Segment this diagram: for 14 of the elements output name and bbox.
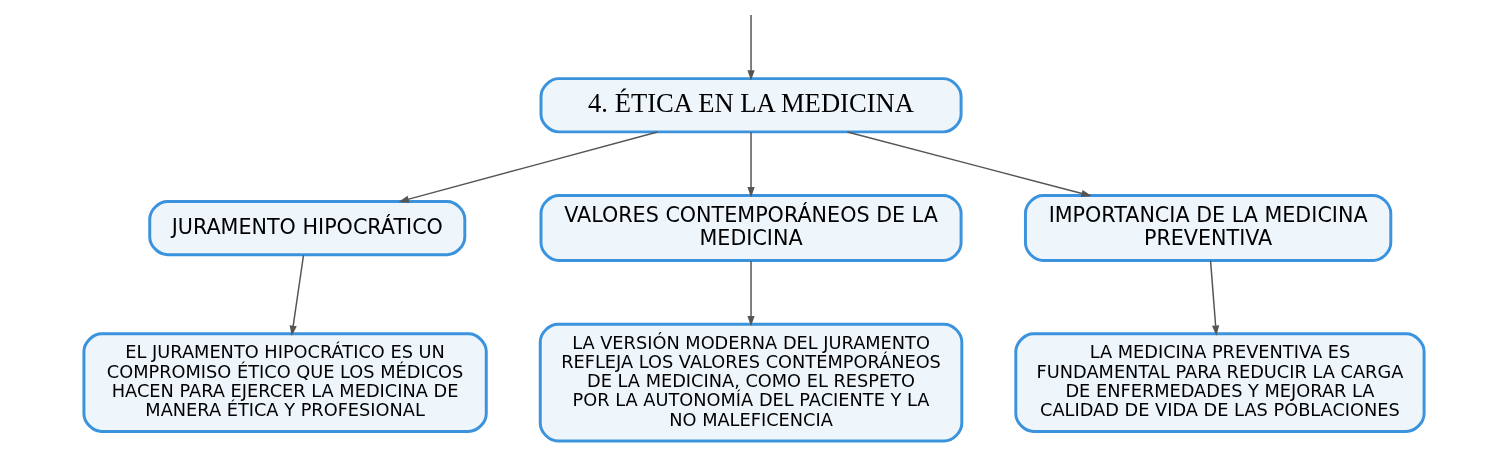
node-box: VALORES CONTEMPORÁNEOS DE LA MEDICINA — [539, 194, 963, 263]
node-box: LA MEDICINA PREVENTIVA ES FUNDAMENTAL PARA REDUCIR LA CARGA DE ENFERMEDADES Y MEJORAR LA CALIDAD DE VIDA DE LAS POBLACIONES — [1013, 332, 1426, 433]
node-box: 4. ÉTICA EN LA MEDICINA — [539, 77, 963, 134]
arrow — [1209, 260, 1219, 336]
arrow — [398, 131, 658, 203]
node-box: JURAMENTO HIPOCRÁTICO — [147, 199, 466, 257]
arrow — [746, 260, 755, 327]
node-box: IMPORTANCIA DE LA MEDICINA PREVENTIVA — [1023, 194, 1392, 263]
arrow — [846, 131, 1092, 197]
arrow — [746, 131, 755, 198]
node-box: LA VERSIÓN MODERNA DEL JURAMENTO REFLEJA LOS VALORES CONTEMPORÁNEOS DE LA MEDICINA, COMO EL RESPETO POR LA AUTONOMÍA DEL PACIENTE Y LA NO MALEFICENCIA — [538, 322, 963, 443]
arrow — [746, 14, 755, 81]
node-box: EL JURAMENTO HIPOCRÁTICO ES UN COMPROMISO ÉTICO QUE LOS MÉDICOS HACEN PARA EJERCER LA MEDICINA DE MANERA ÉTICA Y PROFESIONAL — [81, 332, 488, 433]
arrow — [289, 254, 304, 337]
